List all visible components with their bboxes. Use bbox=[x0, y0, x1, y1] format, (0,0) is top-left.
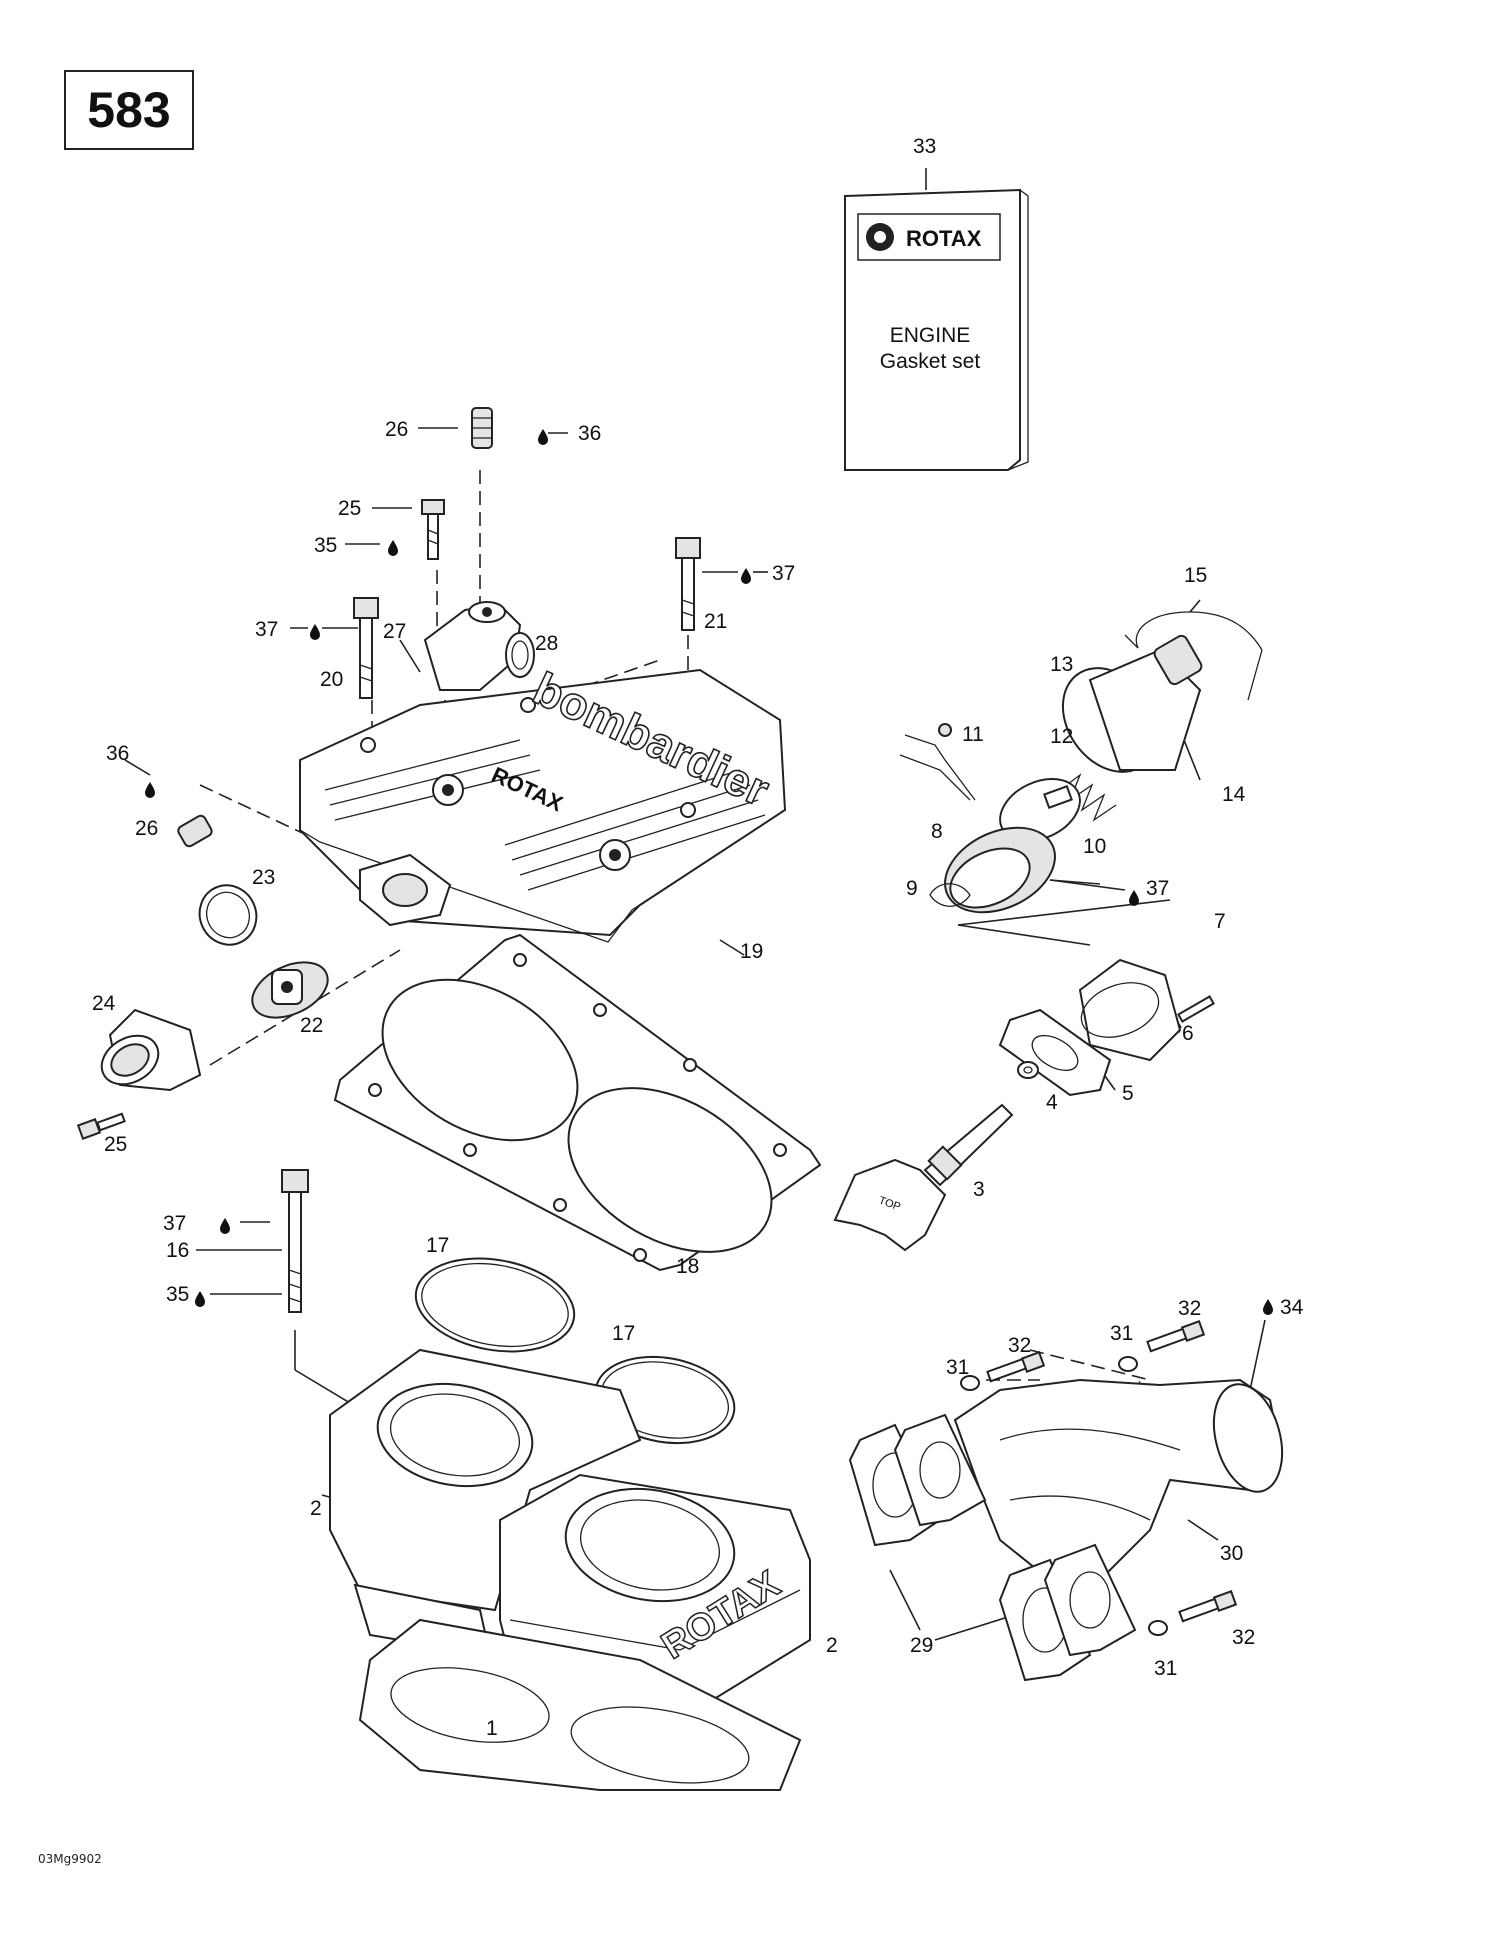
callout-22: 22 bbox=[300, 1014, 323, 1037]
part-14-cap bbox=[1153, 634, 1203, 686]
part-26-plug-left bbox=[177, 814, 213, 848]
callout-3: 3 bbox=[973, 1178, 985, 1201]
gasket-set-box: ROTAX ENGINE Gasket set bbox=[844, 168, 1029, 471]
gasket-box-brand: ROTAX bbox=[906, 226, 982, 251]
callout-37-left-top: 37 bbox=[255, 618, 278, 641]
callout-labels: 33 26 36 25 35 37 37 21 27 28 20 15 13 1… bbox=[92, 135, 1304, 1740]
page-number-box: 583 bbox=[64, 70, 194, 150]
drop-icon bbox=[1129, 890, 1139, 906]
callout-1: 1 bbox=[486, 1717, 498, 1740]
page-number: 583 bbox=[87, 82, 171, 138]
callout-32-bottom: 32 bbox=[1232, 1626, 1255, 1649]
callout-35-stud: 35 bbox=[166, 1283, 189, 1306]
callout-17-top: 17 bbox=[426, 1234, 449, 1257]
callout-8: 8 bbox=[931, 820, 943, 843]
part-9-clamp bbox=[929, 883, 971, 907]
part-24-inlet-housing bbox=[100, 1008, 202, 1092]
callout-10: 10 bbox=[1083, 835, 1106, 858]
part-22-thermostat bbox=[251, 961, 329, 1019]
callout-31-mid: 31 bbox=[1110, 1322, 1133, 1345]
callout-25-lower: 25 bbox=[104, 1133, 127, 1156]
part-28-outlet-elbow bbox=[423, 601, 535, 691]
callout-18: 18 bbox=[676, 1255, 699, 1278]
drop-icon bbox=[220, 1218, 230, 1234]
callout-23: 23 bbox=[252, 866, 275, 889]
callout-26-left: 26 bbox=[135, 817, 158, 840]
figure-code: 03Mg9902 bbox=[38, 1852, 102, 1866]
callout-33: 33 bbox=[913, 135, 936, 158]
part-18-head-gasket bbox=[333, 933, 822, 1272]
part-31-washers bbox=[960, 1356, 1168, 1636]
callout-11: 11 bbox=[962, 723, 984, 746]
manifold-flanges bbox=[893, 1413, 1137, 1657]
callout-31-left: 31 bbox=[946, 1356, 969, 1379]
callout-2-left: 2 bbox=[310, 1497, 322, 1520]
callout-20: 20 bbox=[320, 668, 343, 691]
callout-31-bottom: 31 bbox=[1154, 1657, 1177, 1680]
part-23-o-ring bbox=[198, 884, 258, 946]
callout-36-top: 36 bbox=[578, 422, 601, 445]
drop-icon bbox=[1263, 1299, 1273, 1315]
callout-4: 4 bbox=[1046, 1091, 1058, 1114]
part-21-bolt bbox=[675, 537, 701, 631]
part-10-diaphragm-cup bbox=[999, 778, 1081, 842]
callout-37-stud: 37 bbox=[163, 1212, 186, 1235]
callout-5: 5 bbox=[1122, 1082, 1134, 1105]
part-15-spring-clip bbox=[1124, 611, 1263, 701]
callout-14: 14 bbox=[1222, 783, 1246, 806]
callout-28: 28 bbox=[535, 632, 558, 655]
part-8-diaphragm bbox=[944, 826, 1056, 914]
part-3-exhaust-valve: TOP bbox=[833, 1103, 1014, 1252]
drop-icon bbox=[145, 782, 155, 798]
part-32-bolts bbox=[986, 1320, 1238, 1623]
gasket-box-line2: Gasket set bbox=[880, 350, 981, 373]
callout-30: 30 bbox=[1220, 1542, 1243, 1565]
drop-icon bbox=[538, 429, 548, 445]
part-13-valve-cover bbox=[1061, 648, 1202, 773]
part-25-bolt bbox=[421, 499, 445, 560]
callout-25-top: 25 bbox=[338, 497, 361, 520]
part-4-washer bbox=[1017, 1061, 1039, 1079]
callout-35-top: 35 bbox=[314, 534, 337, 557]
callout-36-left: 36 bbox=[106, 742, 129, 765]
callout-9: 9 bbox=[906, 877, 918, 900]
part-1-base-gasket bbox=[358, 1618, 802, 1791]
part-5-valve-gasket bbox=[998, 1008, 1112, 1097]
part-16-long-bolt bbox=[281, 1169, 371, 1416]
callout-32-left: 32 bbox=[1008, 1334, 1031, 1357]
callout-2-right: 2 bbox=[826, 1634, 838, 1657]
callout-16: 16 bbox=[166, 1239, 189, 1262]
rotax-gear-logo-icon bbox=[866, 223, 894, 251]
part-11-retainer bbox=[899, 723, 976, 801]
callout-12: 12 bbox=[1050, 725, 1073, 748]
part-30-exhaust-manifold bbox=[953, 1378, 1284, 1581]
callout-26-top: 26 bbox=[385, 418, 408, 441]
drop-icon bbox=[195, 1291, 205, 1307]
drop-icon bbox=[741, 568, 751, 584]
gasket-box-line1: ENGINE bbox=[890, 324, 971, 347]
callout-34: 34 bbox=[1280, 1296, 1304, 1319]
callout-27: 27 bbox=[383, 620, 406, 643]
callout-37-right-top: 37 bbox=[772, 562, 795, 585]
part-20-bolt bbox=[353, 597, 379, 699]
drop-icon bbox=[310, 624, 320, 640]
callout-15: 15 bbox=[1184, 564, 1207, 587]
part-26-plug-top bbox=[471, 407, 493, 449]
part-19-cylinder-head: bombardier ROTAX bbox=[299, 661, 787, 943]
callout-13: 13 bbox=[1050, 653, 1073, 676]
callout-19: 19 bbox=[740, 940, 763, 963]
drop-icon bbox=[388, 540, 398, 556]
callout-29: 29 bbox=[910, 1634, 933, 1657]
callout-21: 21 bbox=[704, 610, 727, 633]
callout-6: 6 bbox=[1182, 1022, 1194, 1045]
callout-32-top: 32 bbox=[1178, 1297, 1201, 1320]
part-12-spring bbox=[1059, 773, 1117, 822]
callout-7: 7 bbox=[1214, 910, 1226, 933]
callout-17-lower: 17 bbox=[612, 1322, 635, 1345]
callout-24: 24 bbox=[92, 992, 116, 1015]
callout-37-valve: 37 bbox=[1146, 877, 1169, 900]
part-25-bolt-lower bbox=[76, 1112, 126, 1140]
